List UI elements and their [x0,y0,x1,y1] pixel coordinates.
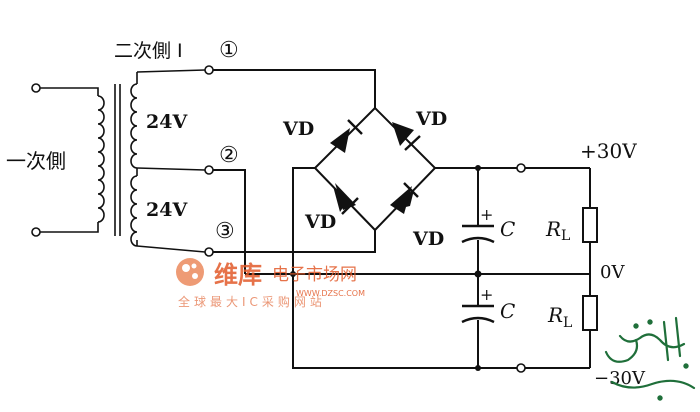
output-negative-label: −30V [594,368,646,389]
capacitor-lower-plus: + [480,285,493,304]
diode-bottom-right-label: VD [412,228,444,250]
diode-top-left [330,119,363,153]
tap-2-terminal [204,165,214,175]
resistor-lower-label: R [547,303,563,327]
tap-1-label: ① [219,38,239,63]
output-positive-label: +30V [580,139,637,163]
secondary-winding [130,65,214,257]
tap-2-label: ② [219,143,239,168]
resistor-upper-label: R [545,217,561,241]
resistor-lower [582,295,598,331]
diode-bottom-left-label: VD [304,211,336,233]
signature-watermark [604,316,696,401]
primary-terminal-bottom [31,227,41,237]
transformer-core [114,84,121,236]
secondary-side-label: 二次側 I [114,40,183,62]
primary-terminal-top [31,83,41,93]
watermark-brand: 维库 [214,261,262,289]
primary-winding: 一次側 [6,83,105,237]
output-negative-terminal [516,363,526,373]
resistor-lower-subscript: L [563,315,572,331]
capacitor-upper: + [461,205,495,244]
lower-winding-voltage: 24V [146,199,188,221]
watermark-url: WWW.DZSC.COM [296,289,365,298]
watermark: 维库 电子市场网 WWW.DZSC.COM 全球最大IC采购网站 [176,258,365,309]
primary-side-label: 一次側 [6,149,66,173]
diode-bottom-right [390,182,419,214]
diode-bottom-left [333,183,359,215]
output-zero-label: 0V [600,262,625,283]
diode-top-right [392,122,421,151]
output-positive-terminal [516,163,526,173]
tap-1-terminal [204,65,214,75]
watermark-site: 电子市场网 [272,265,357,285]
capacitor-upper-plus: + [480,205,493,224]
bridge-rectifier [313,106,437,232]
capacitor-lower-label: C [500,299,515,323]
diode-top-right-label: VD [415,108,447,130]
upper-winding-voltage: 24V [146,111,188,133]
watermark-logo-icon [176,258,204,286]
capacitor-lower: + [461,285,495,324]
tap-3-terminal [204,247,214,257]
capacitor-upper-label: C [500,217,515,241]
tap-3-label: ③ [215,219,235,244]
watermark-slogan: 全球最大IC采购网站 [178,294,326,309]
resistor-upper [582,207,598,243]
resistor-upper-subscript: L [561,228,570,244]
diode-top-left-label: VD [282,118,314,140]
wiring [213,69,591,371]
